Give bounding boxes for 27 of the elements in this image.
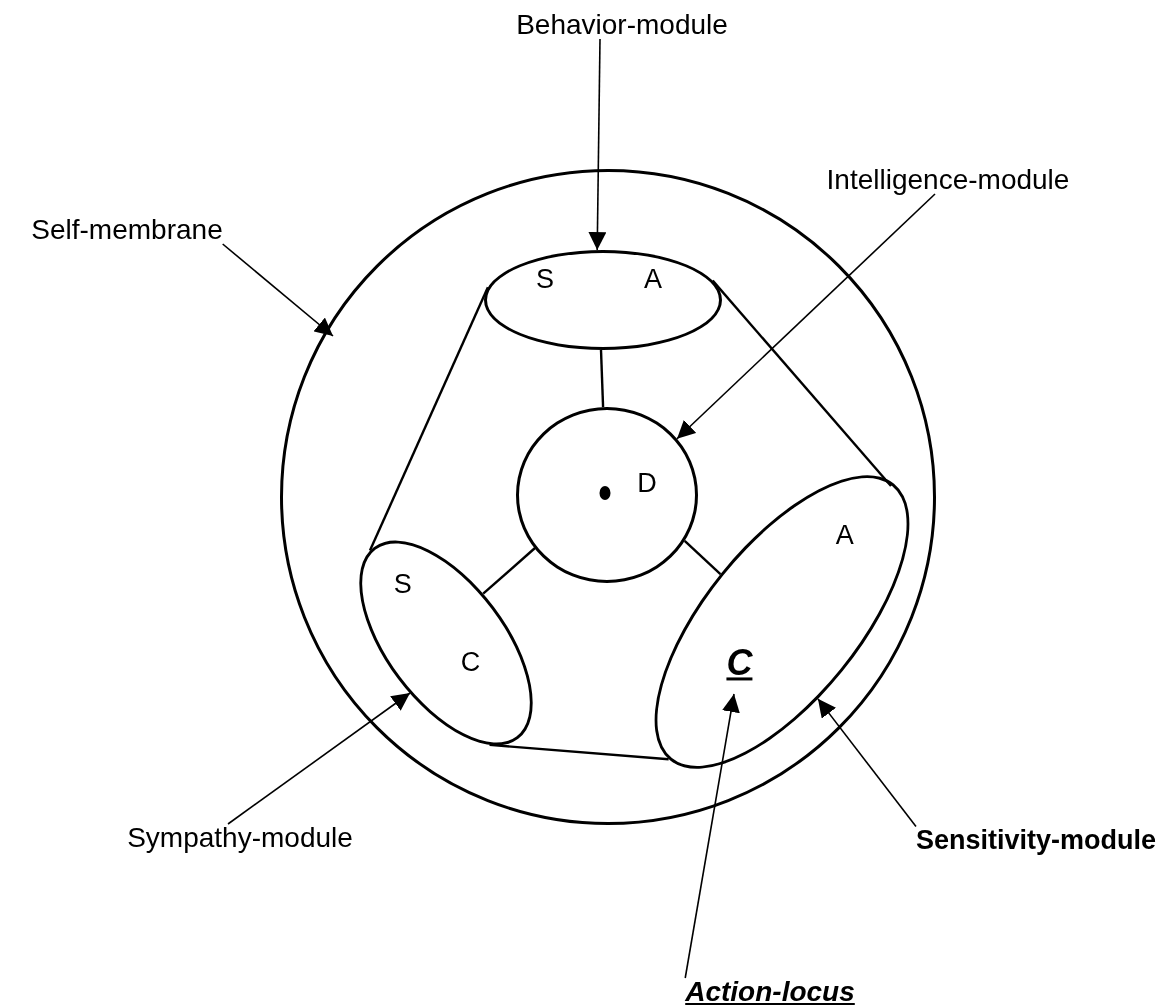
connector-line <box>368 286 489 552</box>
module-label: Self-membrane <box>31 216 223 244</box>
leader-arrow <box>588 38 607 251</box>
connector-line <box>489 743 669 761</box>
letter-label: S <box>393 570 412 598</box>
connector-line <box>482 547 536 595</box>
module-label: Behavior-module <box>516 11 728 39</box>
core-circle <box>515 406 698 583</box>
letter-label: S <box>536 265 554 293</box>
letter-label: D <box>637 469 657 497</box>
letter-label: C <box>459 648 480 676</box>
letter-label: A <box>644 265 662 293</box>
module-label: Intelligence-module <box>826 166 1070 194</box>
connector-line <box>711 279 892 487</box>
module-ellipse <box>483 249 722 350</box>
module-label: Action-locus <box>685 978 855 1006</box>
connector-line <box>599 349 605 408</box>
module-label: Sympathy-module <box>127 824 353 852</box>
letter-label: A <box>834 521 853 549</box>
letter-label: C <box>725 644 752 681</box>
leader-arrow <box>684 693 740 979</box>
connector-line <box>683 539 722 575</box>
leader-arrow <box>221 243 334 337</box>
module-label: Sensitivity-module <box>916 826 1156 854</box>
leader-arrow <box>676 193 936 440</box>
leader-arrow <box>227 692 411 825</box>
leader-arrow <box>817 698 917 828</box>
